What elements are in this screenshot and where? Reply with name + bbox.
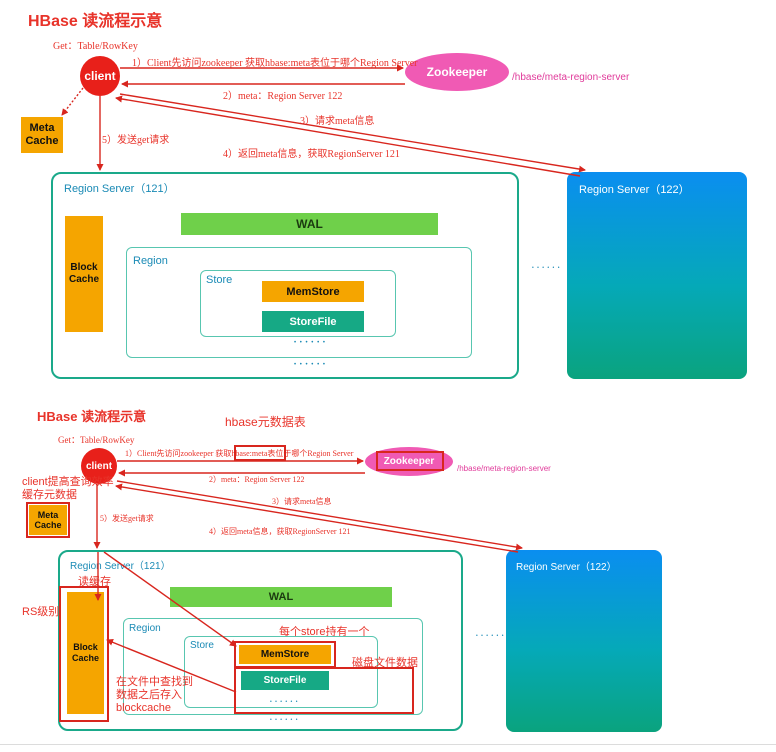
bottom-per-store-note: 每个store持有一个 bbox=[279, 626, 370, 638]
top-title: HBase 读流程示意 bbox=[28, 13, 163, 30]
top-step5: 5）发送get请求 bbox=[102, 135, 170, 146]
bottom-divider bbox=[0, 744, 776, 745]
bottom-rs-level-note: RS级别 bbox=[22, 606, 60, 618]
bottom-step2: 2）meta：Region Server 122 bbox=[209, 475, 305, 484]
bottom-step1-a: 1）Client先访问zookeeper 获取 bbox=[125, 449, 232, 458]
bottom-server-ellipsis: • • • • • • bbox=[476, 633, 505, 639]
top-meta-path: /hbase/meta-region-server bbox=[512, 72, 630, 83]
top-step3: 3）请求meta信息 bbox=[300, 116, 375, 127]
bottom-find-note-line3: blockcache bbox=[116, 702, 172, 715]
bottom-storefile-to-cache-arrow bbox=[106, 638, 237, 693]
top-rs122-label: Region Server（122） bbox=[579, 184, 690, 196]
bottom-store bbox=[184, 636, 378, 708]
top-rs121-label: Region Server（121） bbox=[64, 183, 175, 195]
bottom-meta-table-note: hbase元数据表 bbox=[225, 415, 306, 429]
top-client-node: client bbox=[80, 56, 120, 96]
top-store bbox=[200, 270, 396, 337]
bottom-title: HBase 读流程示意 bbox=[37, 409, 147, 424]
top-zookeeper-label: Zookeeper bbox=[426, 65, 488, 79]
top-block-cache-line2: Cache bbox=[68, 274, 99, 285]
top-cache-dotted bbox=[61, 87, 84, 116]
top-wal-label: WAL bbox=[296, 217, 323, 231]
bottom-store-ellipsis: • • • • • • bbox=[270, 699, 299, 705]
top-meta-cache-line1: Meta bbox=[29, 122, 55, 135]
bottom-rs122-label: Region Server（122） bbox=[516, 562, 617, 573]
bottom-store-label: Store bbox=[190, 640, 214, 651]
bottom-step1-c: 表位于哪个Region Server bbox=[267, 449, 354, 458]
bottom-region bbox=[123, 618, 423, 715]
bottom-zookeeper-label: Zookeeper bbox=[383, 456, 435, 467]
bottom-meta-path: /hbase/meta-region-server bbox=[457, 464, 551, 473]
top-block-cache-line1: Block bbox=[70, 262, 98, 273]
bottom-block-cache-line2: Cache bbox=[71, 653, 99, 663]
bottom-step1: 1）Client先访问zookeeper 获取hbase:meta表位于哪个Re… bbox=[125, 448, 353, 459]
top-region bbox=[126, 247, 472, 358]
top-storefile-label: StoreFile bbox=[289, 315, 337, 328]
bottom-memstore-label: MemStore bbox=[260, 649, 310, 660]
bottom-region-ellipsis: • • • • • • bbox=[270, 717, 299, 723]
bottom-step4-arrow bbox=[115, 483, 519, 553]
top-region-server-121 bbox=[51, 172, 519, 379]
bottom-step1-b: hbase:meta bbox=[231, 449, 268, 458]
top-store-label: Store bbox=[206, 274, 233, 286]
top-step2: 2）meta：Region Server 122 bbox=[223, 91, 343, 102]
bottom-block-cache-highlight bbox=[59, 586, 109, 722]
bottom-step5: 5）发送get请求 bbox=[100, 514, 154, 523]
bottom-rs121-label: Region Server（121） bbox=[70, 561, 171, 572]
bottom-wal-label: WAL bbox=[268, 591, 294, 603]
bottom-memstore: MemStore bbox=[239, 645, 331, 664]
bottom-get-label: Get：Table/RowKey bbox=[58, 435, 135, 445]
top-storefile: StoreFile bbox=[262, 311, 364, 332]
bottom-find-note: 在文件中查找到 数据之后存入 blockcache bbox=[116, 676, 193, 716]
bottom-to-memstore-arrow bbox=[103, 551, 237, 647]
top-step3-arrow bbox=[119, 93, 586, 173]
bottom-client-label: client bbox=[85, 460, 113, 472]
top-get-label: Get：Table/RowKey bbox=[53, 41, 138, 52]
bottom-region-server-122: Region Server（122） bbox=[506, 550, 662, 732]
top-server-ellipsis: • • • • • • bbox=[532, 265, 561, 271]
bottom-step3-arrow bbox=[116, 480, 523, 551]
top-meta-cache-line2: Cache bbox=[25, 135, 59, 147]
top-store-ellipsis: • • • • • • bbox=[294, 340, 326, 346]
bottom-read-cache-note: 读缓存 bbox=[78, 576, 111, 588]
bottom-meta-cache-highlight bbox=[26, 502, 70, 538]
bottom-meta-table-highlight bbox=[234, 445, 286, 461]
top-client-label: client bbox=[84, 69, 116, 83]
top-region-label: Region bbox=[133, 255, 168, 267]
top-region-ellipsis: • • • • • • bbox=[294, 362, 326, 368]
bottom-wal: WAL bbox=[170, 587, 392, 607]
bottom-client-note: client提高查询效率 缓存元数据 bbox=[22, 476, 114, 501]
bottom-region-label: Region bbox=[129, 623, 161, 634]
bottom-client-note-line1: client提高查询效率 bbox=[22, 476, 114, 488]
bottom-block-cache-line1: Block bbox=[73, 642, 98, 653]
bottom-disk-note: 磁盘文件数据 bbox=[352, 657, 418, 669]
bottom-storefile-label: StoreFile bbox=[263, 675, 307, 686]
bottom-client-node: client bbox=[81, 448, 117, 484]
bottom-meta-cache-line2: Cache bbox=[34, 520, 62, 530]
bottom-storefile-highlight bbox=[234, 667, 414, 714]
bottom-client-note-line2: 缓存元数据 bbox=[22, 488, 77, 501]
bottom-find-note-line1: 在文件中查找到 bbox=[116, 676, 193, 688]
bottom-find-note-line2: 数据之后存入 bbox=[116, 689, 182, 702]
top-zookeeper-node: Zookeeper bbox=[405, 53, 509, 91]
bottom-zookeeper-highlight bbox=[376, 451, 444, 471]
bottom-storefile: StoreFile bbox=[241, 671, 329, 690]
top-memstore: MemStore bbox=[262, 281, 364, 302]
top-region-server-122: Region Server（122） bbox=[567, 172, 747, 379]
bottom-step3: 3）请求meta信息 bbox=[272, 497, 332, 506]
top-step1: 1）Client先访问zookeeper 获取hbase:meta表位于哪个Re… bbox=[132, 58, 418, 69]
top-wal: WAL bbox=[181, 213, 438, 235]
top-step4-arrow bbox=[115, 95, 581, 177]
bottom-step4: 4）返回meta信息，获取RegionServer 121 bbox=[209, 527, 351, 536]
bottom-meta-cache-line1: Meta bbox=[37, 509, 59, 520]
top-memstore-label: MemStore bbox=[286, 285, 340, 298]
top-step4: 4）返回meta信息，获取RegionServer 121 bbox=[223, 149, 400, 160]
